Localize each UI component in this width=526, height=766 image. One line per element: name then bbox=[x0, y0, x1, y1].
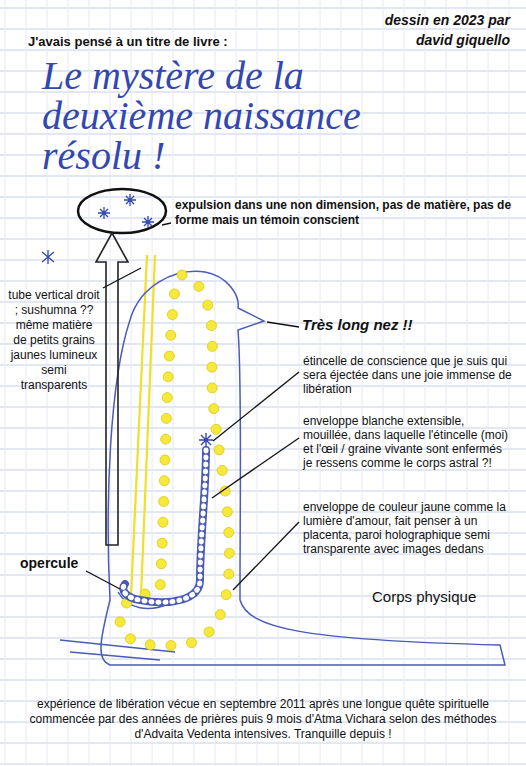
part-label: opercule bbox=[20, 555, 100, 572]
yellow-dot bbox=[161, 434, 171, 444]
yellow-dot bbox=[224, 527, 234, 537]
yellow-dot bbox=[203, 300, 213, 310]
star-symbols bbox=[42, 194, 154, 264]
paper-line bbox=[0, 407, 526, 408]
yellow-dot bbox=[207, 362, 217, 372]
author-note: dessin en 2023 par david giquello bbox=[345, 10, 510, 50]
yellow-dot bbox=[221, 590, 231, 600]
annotation-text: enveloppe blanche extensible, mouillée, … bbox=[303, 414, 513, 470]
yellow-dot bbox=[164, 351, 174, 361]
paper-line bbox=[0, 29, 526, 30]
yellow-dot bbox=[167, 310, 177, 320]
spark-symbol bbox=[199, 433, 213, 447]
paper-line bbox=[0, 260, 526, 261]
paper-line bbox=[0, 617, 526, 618]
intro-text: J'avais pensé à un titre de livre : bbox=[28, 34, 328, 50]
annotation-text: tube vertical droit ; sushumna ?? même m… bbox=[8, 288, 100, 393]
yellow-dot bbox=[222, 507, 232, 517]
yellow-dot bbox=[177, 270, 187, 280]
paper-line bbox=[0, 638, 526, 639]
yellow-dot bbox=[156, 559, 166, 569]
yellow-dot bbox=[186, 638, 196, 648]
oval-outline bbox=[78, 189, 166, 233]
annotation-text: enveloppe de couleur jaune comme la lumi… bbox=[303, 500, 513, 556]
white-envelope-border bbox=[123, 450, 206, 602]
yellow-dot bbox=[158, 517, 168, 527]
paper-line bbox=[0, 491, 526, 492]
handwritten-title: Le mystère de la deuxième naissance réso… bbox=[42, 56, 432, 176]
yellow-dot bbox=[157, 538, 167, 548]
yellow-dot bbox=[204, 627, 214, 637]
yellow-dot bbox=[162, 393, 172, 403]
paper-line bbox=[362, 0, 363, 766]
yellow-dot bbox=[224, 548, 234, 558]
paper-line bbox=[446, 0, 447, 766]
paper-line bbox=[5, 0, 6, 766]
paper-line bbox=[0, 764, 526, 765]
yellow-dot bbox=[125, 634, 135, 644]
paper-line bbox=[0, 659, 526, 660]
yellow-dot bbox=[169, 289, 179, 299]
yellow-dot bbox=[159, 497, 169, 507]
white-envelope-dots bbox=[123, 450, 206, 602]
yellow-envelope-dots bbox=[115, 270, 234, 651]
yellow-dot bbox=[115, 617, 125, 627]
paper-line bbox=[0, 197, 526, 198]
yellow-dot bbox=[194, 281, 204, 291]
annotation-text: Très long nez !! bbox=[302, 316, 502, 334]
yellow-dot bbox=[217, 465, 227, 475]
paper-line bbox=[383, 0, 384, 766]
paper-line bbox=[0, 575, 526, 576]
yellow-dot bbox=[166, 330, 176, 340]
paper-line bbox=[404, 0, 405, 766]
paper-line bbox=[0, 8, 526, 9]
paper-line bbox=[467, 0, 468, 766]
paper-line bbox=[488, 0, 489, 766]
yellow-dot bbox=[215, 610, 225, 620]
yellow-dot bbox=[155, 580, 165, 590]
tube-lines bbox=[131, 255, 155, 596]
paper-line bbox=[425, 0, 426, 766]
yellow-dot bbox=[209, 404, 219, 414]
paper-line bbox=[0, 239, 526, 240]
yellow-dot bbox=[224, 569, 234, 579]
part-label: Corps physique bbox=[372, 588, 512, 606]
yellow-envelope-path bbox=[120, 275, 229, 646]
yellow-dot bbox=[166, 641, 176, 651]
yellow-dot bbox=[211, 424, 221, 434]
caption-text: expérience de libération vécue en septem… bbox=[26, 697, 500, 742]
paper-line bbox=[509, 0, 510, 766]
paper-line bbox=[0, 281, 526, 282]
yellow-dot bbox=[207, 341, 217, 351]
yellow-dot bbox=[206, 321, 216, 331]
paper-line bbox=[0, 743, 526, 744]
yellow-dot bbox=[207, 383, 217, 393]
paper-line bbox=[0, 50, 526, 51]
upward-arrow bbox=[96, 233, 128, 545]
yellow-dot bbox=[214, 445, 224, 455]
paper-line bbox=[0, 680, 526, 681]
yellow-dot bbox=[161, 413, 171, 423]
yellow-dot bbox=[163, 372, 173, 382]
yellow-dot bbox=[159, 476, 169, 486]
yellow-dot bbox=[145, 640, 155, 650]
yellow-dot bbox=[160, 455, 170, 465]
annotation-text: étincelle de conscience que je suis qui … bbox=[303, 354, 513, 396]
annotation-text: expulsion dans une non dimension, pas de… bbox=[175, 198, 515, 228]
leader-lines bbox=[86, 223, 299, 590]
